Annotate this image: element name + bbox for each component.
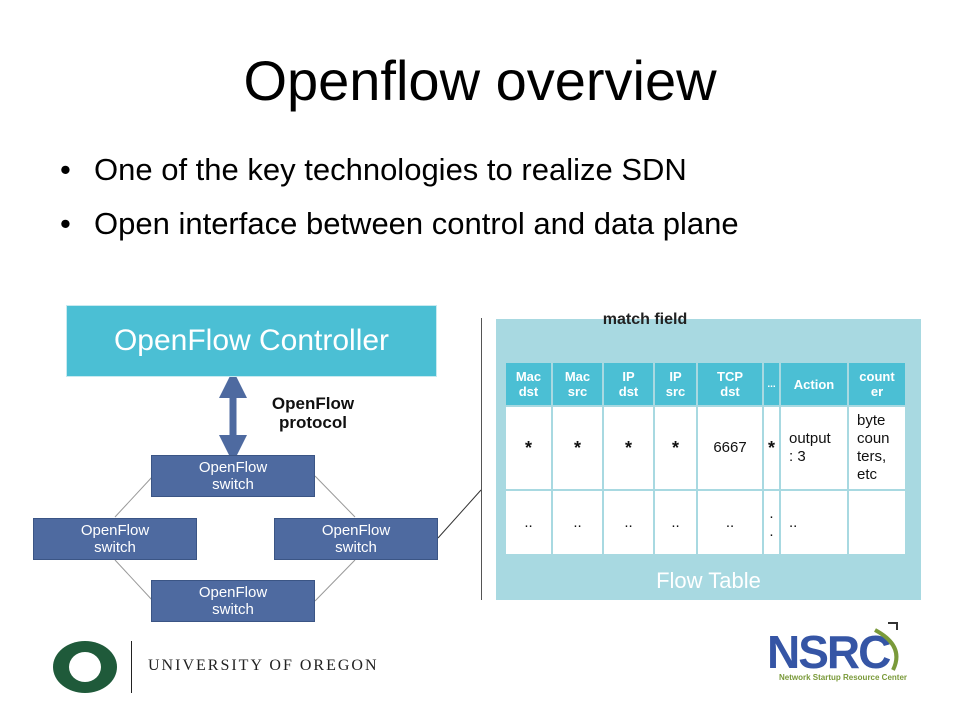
cell-text: : 3 [789, 448, 806, 465]
switch-link [314, 475, 356, 518]
openflow-switch-left: OpenFlow switch [33, 518, 197, 560]
header-text: src [665, 384, 686, 399]
slide-title: Openflow overview [243, 49, 717, 112]
header-text: dst [618, 384, 639, 399]
header-text: er [870, 384, 884, 399]
table-cell-dots: . . [764, 491, 779, 554]
switch-label: OpenFlow [80, 522, 150, 539]
openflow-switch-top: OpenFlow switch [151, 455, 315, 497]
switch-link [314, 559, 356, 602]
header-ip-src: IP src [655, 363, 696, 405]
header-text: dst [720, 384, 740, 399]
bullet-item: One of the key technologies to realize S… [60, 152, 739, 188]
table-cell: .. [604, 491, 653, 554]
header-text: src [567, 384, 588, 399]
table-cell: * [553, 407, 602, 489]
header-text: IP [669, 369, 682, 384]
header-ip-dst: IP dst [604, 363, 653, 405]
panel-divider [481, 318, 482, 600]
header-text: TCP [717, 369, 743, 384]
table-cell-action: output : 3 [781, 407, 847, 489]
openflow-switch-bottom: OpenFlow switch [151, 580, 315, 622]
university-of-oregon-logo-icon [53, 641, 117, 693]
cell-text: ters, [857, 448, 887, 465]
switch-label: OpenFlow [198, 459, 268, 476]
switch-label: switch [94, 539, 136, 556]
header-ellipsis: ... [764, 363, 779, 405]
table-cell: .. [698, 491, 762, 554]
match-field-label: match field [602, 311, 688, 328]
table-cell: .. [506, 491, 551, 554]
header-mac-src: Mac src [553, 363, 602, 405]
header-mac-dst: Mac dst [506, 363, 551, 405]
switch-label: switch [212, 601, 254, 618]
cell-text: byte [857, 412, 886, 429]
nsrc-logo-icon: NSRC [767, 626, 899, 678]
openflow-protocol-label: OpenFlow protocol [258, 394, 368, 432]
cell-text: output [789, 430, 831, 447]
header-action: Action [781, 363, 847, 405]
header-text: dst [518, 384, 539, 399]
protocol-label-line: protocol [279, 413, 347, 432]
bullet-list: One of the key technologies to realize S… [60, 152, 739, 260]
table-cell: * [655, 407, 696, 489]
table-cell: * [506, 407, 551, 489]
table-cell: * [604, 407, 653, 489]
switch-link [114, 475, 154, 518]
protocol-label-line: OpenFlow [271, 394, 355, 413]
switch-label: switch [335, 539, 377, 556]
header-text: count [859, 369, 895, 384]
table-cell: .. [655, 491, 696, 554]
nsrc-tagline: Network Startup Resource Center [778, 673, 908, 682]
zoom-connector [437, 489, 482, 539]
header-tcp-dst: TCP dst [698, 363, 762, 405]
cell-text: etc [857, 466, 878, 483]
table-cell-counter: byte coun ters, etc [849, 407, 905, 489]
switch-label: OpenFlow [198, 584, 268, 601]
flow-table: Mac dst Mac src IP dst IP src TCP dst ..… [506, 363, 905, 554]
header-text: IP [622, 369, 635, 384]
bullet-item: Open interface between control and data … [60, 206, 739, 242]
table-cell: 6667 [698, 407, 762, 489]
cell-text: . [769, 504, 774, 522]
nsrc-logo-text: NSRC [767, 626, 890, 678]
table-cell: .. [781, 491, 847, 554]
flow-table-label: Flow Table [656, 568, 761, 593]
nsrc-swoosh [874, 628, 899, 671]
openflow-controller: OpenFlow Controller [66, 305, 437, 377]
table-cell: .. [553, 491, 602, 554]
cell-text: coun [857, 430, 890, 447]
cell-text: . [769, 522, 774, 540]
switch-label: switch [212, 476, 254, 493]
header-text: Mac [515, 369, 542, 384]
switch-label: OpenFlow [321, 522, 391, 539]
university-wordmark: UNIVERSITY OF OREGON [148, 657, 379, 674]
header-counter: count er [849, 363, 905, 405]
table-cell: * [764, 407, 779, 489]
table-cell [849, 491, 905, 554]
header-text: Mac [564, 369, 591, 384]
footer-divider [131, 641, 132, 693]
switch-link [114, 559, 154, 602]
openflow-switch-right: OpenFlow switch [274, 518, 438, 560]
